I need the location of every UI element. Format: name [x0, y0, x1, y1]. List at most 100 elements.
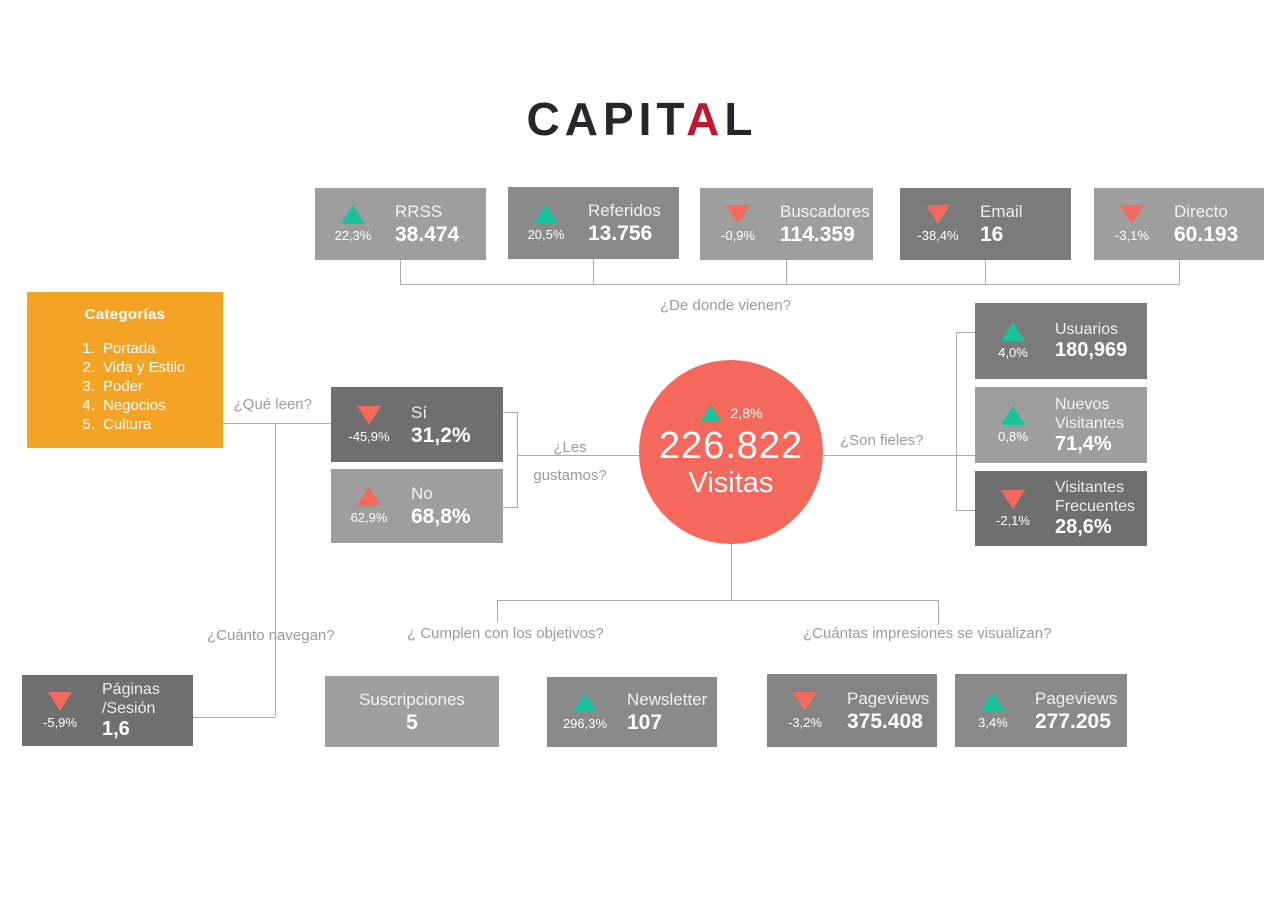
categories-title: Categorías	[84, 306, 166, 323]
trend-percent: -0,9%	[721, 228, 755, 243]
trend-buscadores: -0,9%	[710, 205, 766, 243]
trend-percent: 0,8%	[998, 429, 1028, 444]
arrow-up-icon	[981, 691, 1005, 711]
visits-label: Visitas	[688, 466, 774, 499]
arrow-down-icon	[1001, 489, 1025, 509]
stat-label: Usuarios	[1055, 321, 1119, 338]
connector-left-drop	[275, 423, 276, 717]
question-like-line2: gustamos?	[533, 467, 607, 484]
visits-value: 226.822	[658, 424, 804, 467]
connector-src-2	[593, 259, 594, 284]
connector-frecuentes	[956, 510, 975, 511]
stat-label: Visitantes	[1055, 479, 1125, 496]
stat-value: 180,969	[1055, 339, 1128, 361]
connector-circle-bottom	[731, 544, 732, 600]
category-item: Negocios	[99, 396, 213, 415]
stat-label-line2: Visitantes	[1055, 414, 1125, 432]
connector-no	[503, 507, 517, 508]
stat-box-nuevos-visitantes: 0,8% Nuevos Visitantes 71,4%	[975, 387, 1147, 463]
trend-percent: 62,9%	[350, 510, 388, 525]
stat-value: 60.193	[1174, 223, 1239, 246]
arrow-down-icon	[793, 691, 817, 711]
stat-box-rrss: 22,3% RRSS 38.474	[315, 188, 486, 260]
stat-box-email: -38,4% Email 16	[900, 188, 1071, 260]
category-item: Portada	[99, 339, 213, 358]
trend-paginas: -5,9%	[32, 691, 88, 730]
arrow-up-icon	[573, 693, 597, 712]
stat-box-suscripciones: Suscripciones 5	[325, 676, 499, 747]
arrow-up-icon	[1001, 322, 1025, 341]
stat-box-paginas-sesion: -5,9% Páginas /Sesión 1,6	[22, 675, 193, 746]
stat-value: 68,8%	[411, 505, 471, 528]
connector-bottom-bus	[497, 600, 938, 601]
connector-circle-loyalty	[823, 455, 975, 456]
stat-label: Pageviews	[1035, 688, 1118, 708]
connector-goals-stub	[497, 600, 498, 622]
question-loyal: ¿Son fieles?	[840, 432, 924, 449]
logo-part-3: L	[724, 93, 758, 145]
trend-percent: -3,1%	[1115, 228, 1149, 243]
category-item: Poder	[99, 377, 213, 396]
trend-rrss: 22,3%	[325, 205, 381, 243]
arrow-down-icon	[357, 405, 381, 425]
question-read: ¿Qué leen?	[233, 396, 312, 413]
category-item: Vida y Estilo	[99, 358, 213, 377]
arrow-down-icon	[726, 205, 750, 224]
stat-value: 31,2%	[411, 423, 471, 447]
trend-email: -38,4%	[910, 205, 966, 243]
connector-impressions-stub	[938, 600, 939, 625]
visits-trend: 2,8%	[699, 404, 762, 422]
connector-categories	[223, 423, 331, 424]
arrow-down-icon	[926, 205, 950, 224]
stat-box-directo: -3,1% Directo 60.193	[1094, 188, 1264, 260]
trend-usuarios: 4,0%	[985, 322, 1041, 360]
connector-src-bus	[400, 284, 1180, 285]
trend-directo: -3,1%	[1104, 205, 1160, 243]
stat-value: 5	[406, 710, 418, 734]
categories-box: Categorías Portada Vida y Estilo Poder N…	[27, 292, 223, 448]
stat-value: 107	[627, 711, 663, 734]
trend-nuevos: 0,8%	[985, 406, 1041, 444]
stat-value: 375.408	[847, 709, 923, 733]
capital-logo: CAPITAL	[0, 92, 1284, 146]
stat-label: Newsletter	[627, 690, 708, 709]
stat-box-visitantes-frecuentes: -2,1% Visitantes Frecuentes 28,6%	[975, 471, 1147, 546]
stat-box-buscadores: -0,9% Buscadores 114.359	[700, 188, 873, 260]
arrow-up-icon	[357, 487, 381, 506]
trend-newsletter: 296,3%	[557, 693, 613, 731]
stat-label: Nuevos	[1055, 395, 1110, 413]
connector-si-no-bracket	[517, 412, 518, 508]
arrow-up-icon	[699, 404, 722, 422]
question-origin: ¿De donde vienen?	[660, 297, 791, 314]
trend-percent: 296,3%	[562, 716, 608, 731]
stat-value: 16	[980, 223, 1004, 246]
question-navigate: ¿Cuánto navegan?	[207, 627, 335, 644]
trend-percent: -38,4%	[917, 228, 959, 243]
question-goals: ¿ Cumplen con los objetivos?	[407, 625, 604, 642]
trend-no: 62,9%	[341, 487, 397, 525]
logo-accent-letter: A	[686, 93, 725, 145]
connector-usuarios	[956, 332, 975, 333]
stat-label: Email	[980, 202, 1023, 221]
logo-part-1: CAPIT	[526, 93, 687, 145]
arrow-down-icon	[1120, 205, 1144, 224]
stat-box-si: -45,9% Sí 31,2%	[331, 387, 503, 462]
trend-percent: 4,0%	[998, 345, 1028, 360]
stat-label: No	[411, 484, 433, 503]
trend-percent: -5,9%	[43, 714, 77, 730]
stat-box-pageviews-up: 3,4% Pageviews 277.205	[955, 674, 1127, 747]
stat-value: 71,4%	[1055, 432, 1112, 455]
stat-label-line2: Frecuentes	[1055, 498, 1136, 515]
connector-src-3	[786, 260, 787, 284]
arrow-up-icon	[1001, 406, 1025, 425]
connector-src-1	[400, 260, 401, 284]
connector-si	[503, 412, 517, 413]
connector-src-4	[985, 260, 986, 284]
stat-box-pageviews-down: -3,2% Pageviews 375.408	[767, 674, 937, 747]
stat-label: Páginas	[102, 681, 160, 698]
connector-src-5	[1179, 260, 1180, 284]
stat-value: 28,6%	[1055, 516, 1112, 538]
stat-value: 114.359	[780, 223, 855, 246]
connector-pages	[193, 717, 275, 718]
question-impressions: ¿Cuántas impresiones se visualizan?	[803, 625, 1052, 642]
